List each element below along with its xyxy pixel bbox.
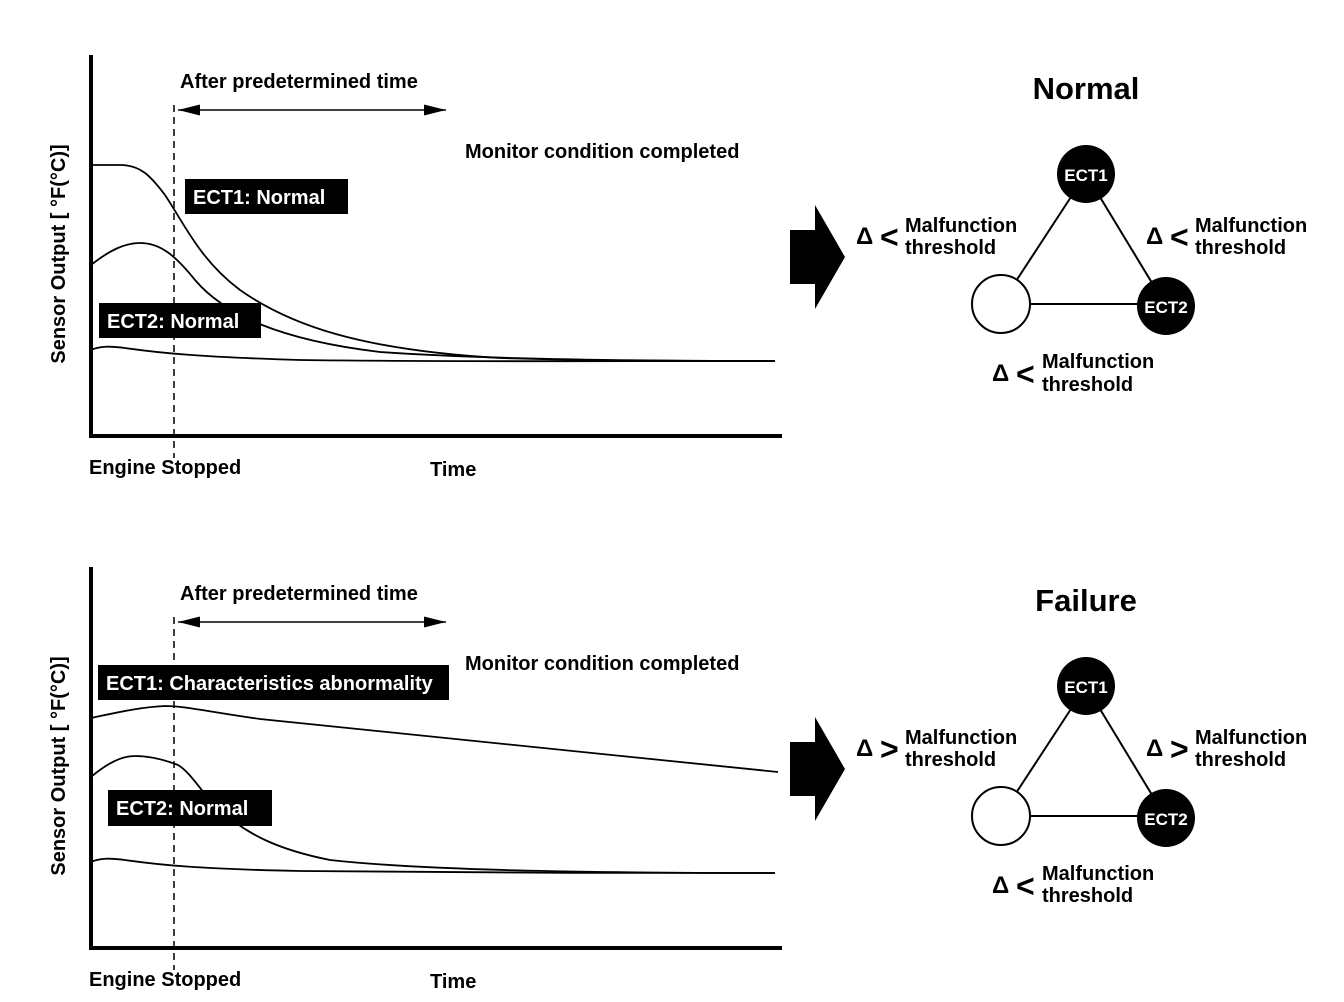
interval-label: After predetermined time (180, 583, 418, 605)
graph-failure: Sensor Output [ °F(°C)] Engine Stopped T… (48, 567, 782, 993)
tag-ect2: ECT2: Normal (107, 311, 239, 333)
logic-failure: Failure ECT1 ECT2 Δ > Malfunction thresh… (856, 583, 1307, 907)
threshold-label: threshold (1195, 749, 1286, 771)
tag-ect2-box (99, 303, 261, 338)
curve-ect1 (90, 705, 779, 773)
threshold-label: threshold (1042, 374, 1133, 396)
threshold-label: threshold (905, 749, 996, 771)
tag-ect1: ECT1: Normal (193, 187, 325, 209)
curve-ambient (90, 345, 776, 363)
node-ect1 (1057, 657, 1115, 715)
threshold-line2: threshold (1042, 885, 1133, 907)
threshold-line2: threshold (1042, 374, 1133, 396)
threshold-line1: Malfunction (905, 727, 1017, 749)
node-ect2-label: ECT2 (1144, 298, 1187, 317)
time-label: Time (430, 971, 476, 993)
tag-ect1: ECT1: Characteristics abnormality (106, 673, 434, 695)
tag-ect1-box (98, 665, 449, 700)
delta-symbol: Δ (1146, 223, 1163, 250)
relation-symbol: < (1016, 356, 1035, 392)
threshold-label: Malfunction (1042, 351, 1154, 373)
node-ect1-label: ECT1 (1064, 678, 1107, 697)
relation-symbol: < (1016, 868, 1035, 904)
threshold-label: Malfunction (1195, 215, 1307, 237)
threshold-label: Malfunction (905, 727, 1017, 749)
y-axis-label: Sensor Output [ °F(°C)] (48, 144, 70, 363)
threshold-line1: Malfunction (1195, 215, 1307, 237)
logic-normal: Normal ECT1 ECT2 Δ < Malfunction thresho… (856, 71, 1307, 396)
delta-symbol: Δ (856, 735, 873, 762)
node-ect2-label: ECT2 (1144, 810, 1187, 829)
y-axis-label: Sensor Output [ °F(°C)] (48, 656, 70, 875)
threshold-label: Malfunction (1042, 863, 1154, 885)
node-ect1-label: ECT1 (1064, 166, 1107, 185)
interval-label: After predetermined time (180, 71, 418, 93)
relation-symbol: > (1170, 731, 1189, 767)
status-title: Normal (1033, 71, 1140, 106)
graph-normal: Sensor Output [ °F(°C)] Engine Stopped T… (48, 55, 782, 481)
tag-ect2-box (108, 790, 272, 826)
monitor-label: Monitor condition completed (465, 653, 739, 675)
engine-stopped-label: Engine Stopped (89, 969, 241, 991)
monitor-label: Monitor condition completed (465, 141, 739, 163)
delta-symbol: Δ (1146, 735, 1163, 762)
panel-normal: Sensor Output [ °F(°C)] Engine Stopped T… (48, 55, 1307, 481)
tag-ect2: ECT2: Normal (116, 798, 248, 820)
threshold-line1: Malfunction (1042, 863, 1154, 885)
node-ect1 (1057, 145, 1115, 203)
threshold-label: threshold (1042, 885, 1133, 907)
delta-symbol: Δ (856, 223, 873, 250)
time-label: Time (430, 459, 476, 481)
big-arrow-icon (790, 205, 845, 309)
big-arrow-icon (790, 717, 845, 821)
threshold-line1: Malfunction (1195, 727, 1307, 749)
node-ect2 (1137, 277, 1195, 335)
threshold-line2: threshold (905, 749, 996, 771)
tag-ect1-box (185, 179, 348, 214)
delta-symbol: Δ (992, 360, 1009, 387)
panel-failure: Sensor Output [ °F(°C)] Engine Stopped T… (48, 567, 1307, 993)
threshold-label: Malfunction (1195, 727, 1307, 749)
engine-stopped-label: Engine Stopped (89, 457, 241, 479)
status-title: Failure (1035, 583, 1137, 618)
delta-symbol: Δ (992, 872, 1009, 899)
threshold-label: threshold (905, 237, 996, 259)
threshold-line2: threshold (1195, 749, 1286, 771)
threshold-line1: Malfunction (905, 215, 1017, 237)
threshold-label: threshold (1195, 237, 1286, 259)
curve-ect2 (90, 242, 776, 362)
node-ambient (971, 786, 1031, 846)
node-ambient (971, 274, 1031, 334)
threshold-line2: threshold (905, 237, 996, 259)
relation-symbol: < (880, 219, 899, 255)
node-ect2 (1137, 789, 1195, 847)
threshold-line2: threshold (1195, 237, 1286, 259)
curve-ambient (90, 857, 776, 874)
threshold-label: Malfunction (905, 215, 1017, 237)
relation-symbol: < (1170, 219, 1189, 255)
threshold-line1: Malfunction (1042, 351, 1154, 373)
relation-symbol: > (880, 731, 899, 767)
